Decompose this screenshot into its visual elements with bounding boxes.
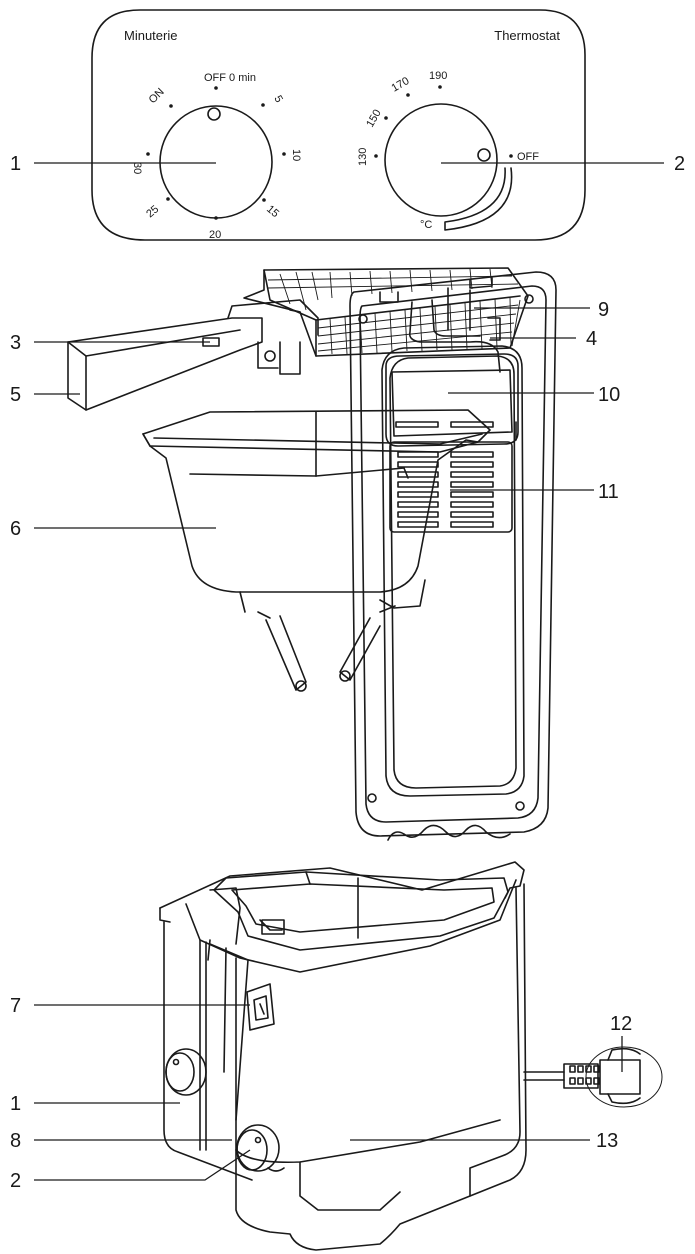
timer-mark-on: ON — [147, 86, 167, 106]
callout-8: 8 — [10, 1130, 21, 1152]
thermo-mark-130: 130 — [357, 148, 369, 166]
frying-basket — [67, 267, 529, 411]
callout-2-bottom: 2 — [10, 1170, 21, 1192]
callout-11: 11 — [598, 481, 619, 503]
callout-5: 5 — [10, 384, 21, 406]
timer-mark-off: OFF 0 min — [204, 72, 256, 84]
fryer-housing — [159, 861, 663, 1251]
thermo-mark-190: 190 — [429, 70, 447, 82]
thermo-unit: °C — [420, 219, 432, 231]
timer-mark-30: 30 — [131, 162, 143, 174]
callout-12: 12 — [610, 1013, 632, 1035]
callout-6: 6 — [10, 518, 21, 540]
timer-mark-15: 15 — [264, 203, 281, 220]
thermostat-dial: 130 150 170 190 OFF °C — [357, 70, 539, 231]
callout-1-bottom: 1 — [10, 1093, 21, 1115]
timer-mark-25: 25 — [144, 203, 161, 220]
thermo-mark-150: 150 — [364, 108, 384, 130]
timer-label: Minuterie — [124, 28, 177, 43]
lid — [349, 271, 557, 841]
callout-3: 3 — [10, 332, 21, 354]
thermostat-label: Thermostat — [494, 28, 560, 43]
timer-dial: OFF 0 min 5 10 15 20 25 30 ON — [131, 72, 302, 241]
control-panel: Minuterie Thermostat OFF 0 min 5 10 15 2… — [91, 9, 586, 241]
callout-13: 13 — [596, 1130, 618, 1152]
thermo-mark-170: 170 — [390, 75, 412, 95]
callout-1-top: 1 — [10, 153, 21, 175]
timer-mark-20: 20 — [209, 229, 221, 241]
callout-9: 9 — [598, 299, 609, 321]
callout-7: 7 — [10, 995, 21, 1017]
timer-mark-10: 10 — [290, 149, 302, 161]
callout-4: 4 — [586, 328, 597, 350]
thermo-mark-off: OFF — [517, 151, 539, 163]
callouts: 1 2 3 4 5 6 9 10 11 7 1 8 2 13 12 — [10, 153, 685, 1192]
callout-10: 10 — [598, 384, 620, 406]
timer-mark-5: 5 — [271, 94, 284, 105]
callout-2-top: 2 — [674, 153, 685, 175]
